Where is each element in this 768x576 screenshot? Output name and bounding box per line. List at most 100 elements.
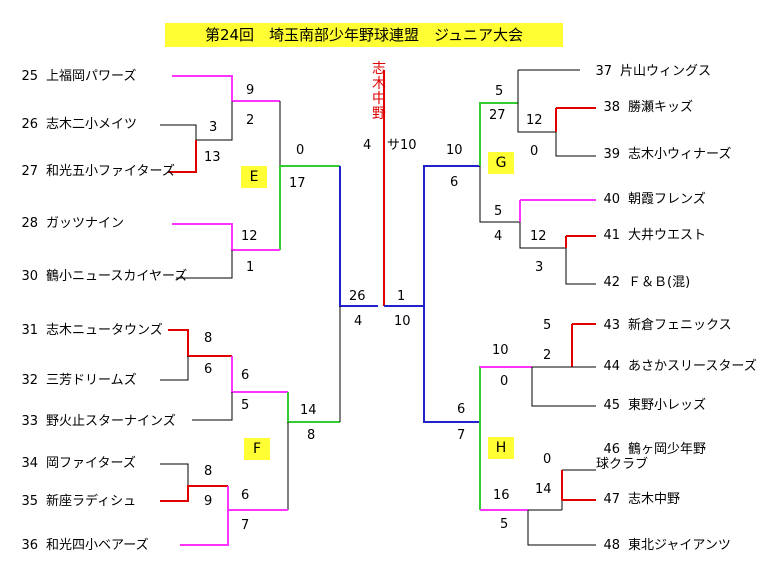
match-score: 26 [349,289,366,304]
match-score: サ10 [387,138,417,153]
bracket-line [519,222,566,249]
team-name: 鶴小ニュースカイヤーズ [46,269,188,284]
page-title: 第24回 埼玉南部少年野球連盟 ジュニア大会 [165,23,563,47]
team-number: 26 [21,117,38,132]
match-score: 6 [241,488,250,503]
team-name: 志木ニュータウンズ [46,323,163,338]
match-score: 4 [494,229,503,244]
bracket-line [479,166,520,223]
match-score: 2 [246,113,255,128]
bracket-line-winner [168,140,197,173]
bracket-line-winner [339,166,378,307]
match-score: 5 [241,398,250,413]
match-score: 2 [543,348,552,363]
team-number: 39 [603,147,620,162]
match-score: 10 [492,343,509,358]
match-score: 4 [354,314,363,329]
bracket-line-winner [172,75,233,101]
team-entry-right: 39 志木小ウィナーズ [596,147,731,163]
team-name: 志木小ウィナーズ [628,147,732,162]
bracket-line [565,248,596,285]
team-name: 新倉フェニックス [628,318,732,333]
team-name: 大井ウエスト [628,228,707,243]
bracket-line [160,124,197,140]
bracket-line-winner [168,329,232,357]
bracket-line [160,463,189,486]
team-entry-right: 43 新倉フェニックス [596,318,732,334]
match-score: 17 [289,176,306,191]
team-number: 28 [21,216,38,231]
bracket-line-winner [172,223,280,251]
match-score: 7 [241,518,250,533]
team-number: 44 [603,359,620,374]
champion-char: 中 [372,91,386,107]
team-name: 勝瀬キッズ [628,100,694,115]
team-name: 片山ウィングス [620,64,712,79]
team-number: 43 [603,318,620,333]
block-label-h: H [488,437,514,459]
match-score: 8 [204,464,213,479]
bracket-line [531,367,596,407]
team-number: 40 [603,192,620,207]
match-score: 5 [543,318,552,333]
match-score: 12 [526,113,543,128]
bracket-line [517,103,556,133]
bracket-line-winner [423,165,480,306]
team-number: 48 [603,538,620,553]
team-number: 30 [21,269,38,284]
team-number: 46 [603,442,620,457]
block-label-g: G [488,152,514,174]
team-entry-left: 26 志木二小メイツ [16,117,137,133]
team-number: 42 [603,275,620,290]
bracket-line [176,250,233,279]
match-score: 12 [530,229,547,244]
team-name: ガッツナイン [46,216,125,231]
match-score: 10 [394,314,411,329]
match-score: 7 [457,428,466,443]
team-number: 33 [21,414,38,429]
match-score: 27 [489,108,506,123]
match-score: 3 [535,260,544,275]
block-label-e: E [241,166,267,188]
match-score: 9 [204,494,213,509]
match-score: 1 [246,260,255,275]
team-entry-left: 30 鶴小ニュースカイヤーズ [16,269,187,285]
team-name: Ｆ＆Ｂ(混) [628,275,691,290]
match-score: 14 [300,403,317,418]
bracket-line-winner [227,486,288,511]
bracket-line-winner [479,102,518,166]
team-number: 25 [21,69,38,84]
match-score: 16 [493,488,510,503]
bracket-line-winner [160,485,228,502]
team-number: 34 [21,456,38,471]
team-name: 和光五小ファイターズ [46,164,175,179]
team-entry-right: 45 東野小レッズ [596,398,706,414]
champion-label: 志 木 中 野 [370,62,388,122]
bracket-line [555,132,596,157]
match-score: 6 [450,175,459,190]
team-entry-right: 42 Ｆ＆Ｂ(混) [596,275,690,291]
team-number: 27 [21,164,38,179]
team-name: 志木二小メイツ [46,117,138,132]
match-score: 0 [530,144,539,159]
match-score: 3 [209,120,218,135]
bracket-line [160,356,189,381]
bracket-line [192,392,233,421]
team-entry-left: 27 和光五小ファイターズ [16,164,175,180]
team-number: 45 [603,398,620,413]
match-score: 8 [307,428,316,443]
team-name: 東野小レッズ [628,398,707,413]
